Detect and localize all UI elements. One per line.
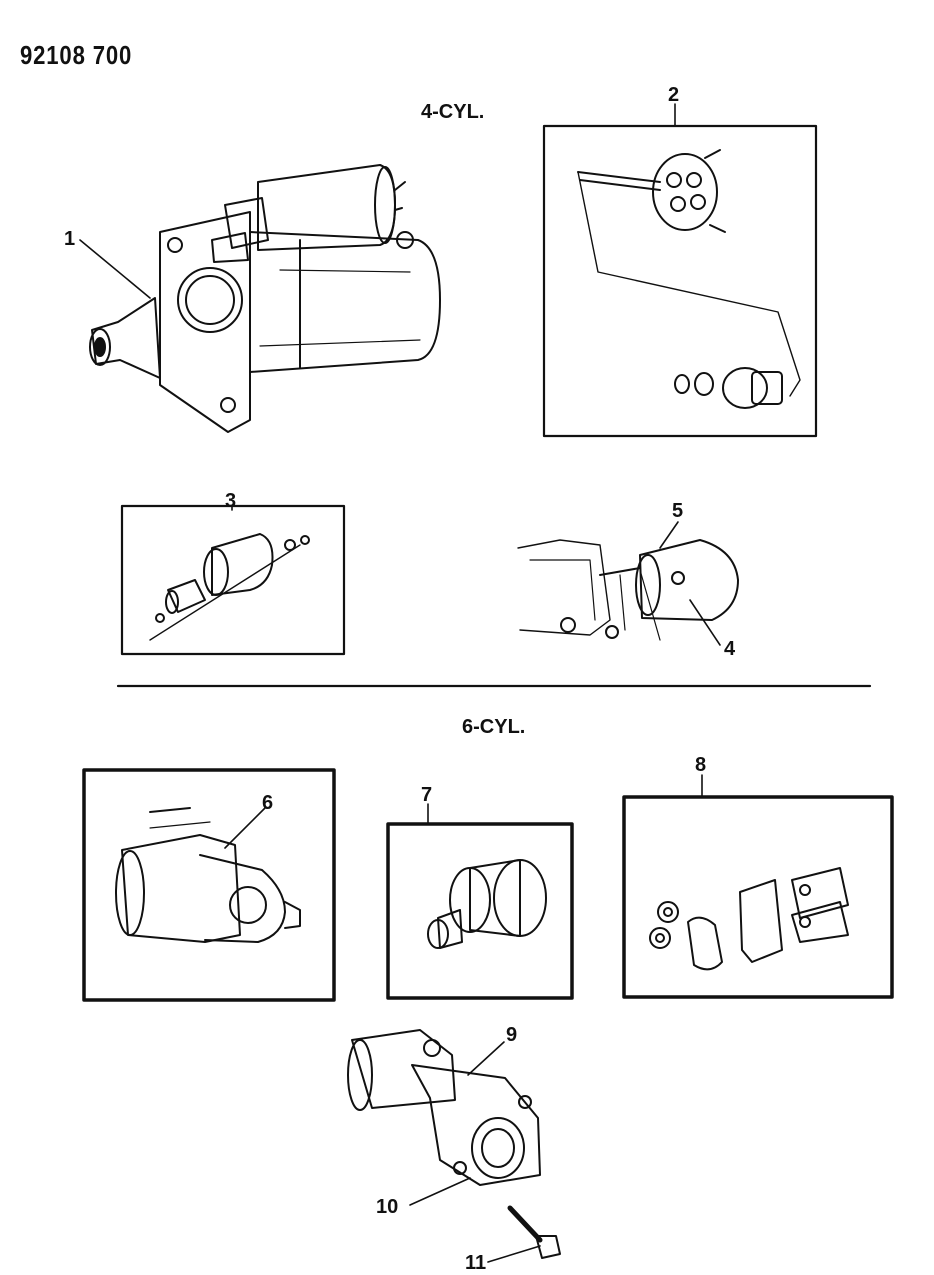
contact-kit-illustration xyxy=(622,774,894,999)
section-title-4cyl: 4-CYL. xyxy=(421,101,485,123)
armature-kit-illustration xyxy=(542,103,818,438)
callout-8: 8 xyxy=(695,754,707,776)
starter-4cyl-illustration xyxy=(79,164,441,433)
document-number: 92108 700 xyxy=(20,40,133,70)
callout-10: 10 xyxy=(376,1196,399,1218)
callout-9: 9 xyxy=(506,1024,518,1046)
callout-7: 7 xyxy=(421,784,433,806)
callout-3: 3 xyxy=(225,490,237,512)
callout-4: 4 xyxy=(724,638,736,660)
drive-gear-illustration xyxy=(386,803,574,1000)
section-title-6cyl: 6-CYL. xyxy=(462,716,526,738)
starter-6cyl-illustration xyxy=(82,768,336,1002)
callout-11: 11 xyxy=(465,1252,487,1274)
starter-assembly-illustration xyxy=(347,1029,561,1263)
mounting-view-illustration xyxy=(517,521,739,646)
callout-2: 2 xyxy=(668,84,680,106)
callout-5: 5 xyxy=(672,500,684,522)
callout-6: 6 xyxy=(262,792,274,814)
callout-1: 1 xyxy=(64,228,76,250)
solenoid-kit-illustration xyxy=(120,504,346,656)
